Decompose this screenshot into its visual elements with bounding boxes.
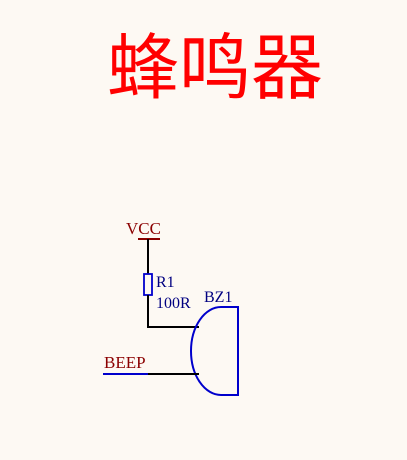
beep-net-label: BEEP — [104, 353, 146, 372]
resistor-value: 100R — [156, 295, 191, 312]
buzzer-designator: BZ1 — [204, 289, 232, 306]
resistor-to-buzzer-wire — [147, 295, 199, 328]
page-title: 蜂鸣器 — [107, 26, 323, 110]
vcc-net-label: VCC — [126, 219, 161, 238]
resistor-r1-body — [143, 273, 153, 296]
buzzer-bz1-symbol — [190, 306, 239, 396]
resistor-designator: R1 — [156, 274, 175, 291]
